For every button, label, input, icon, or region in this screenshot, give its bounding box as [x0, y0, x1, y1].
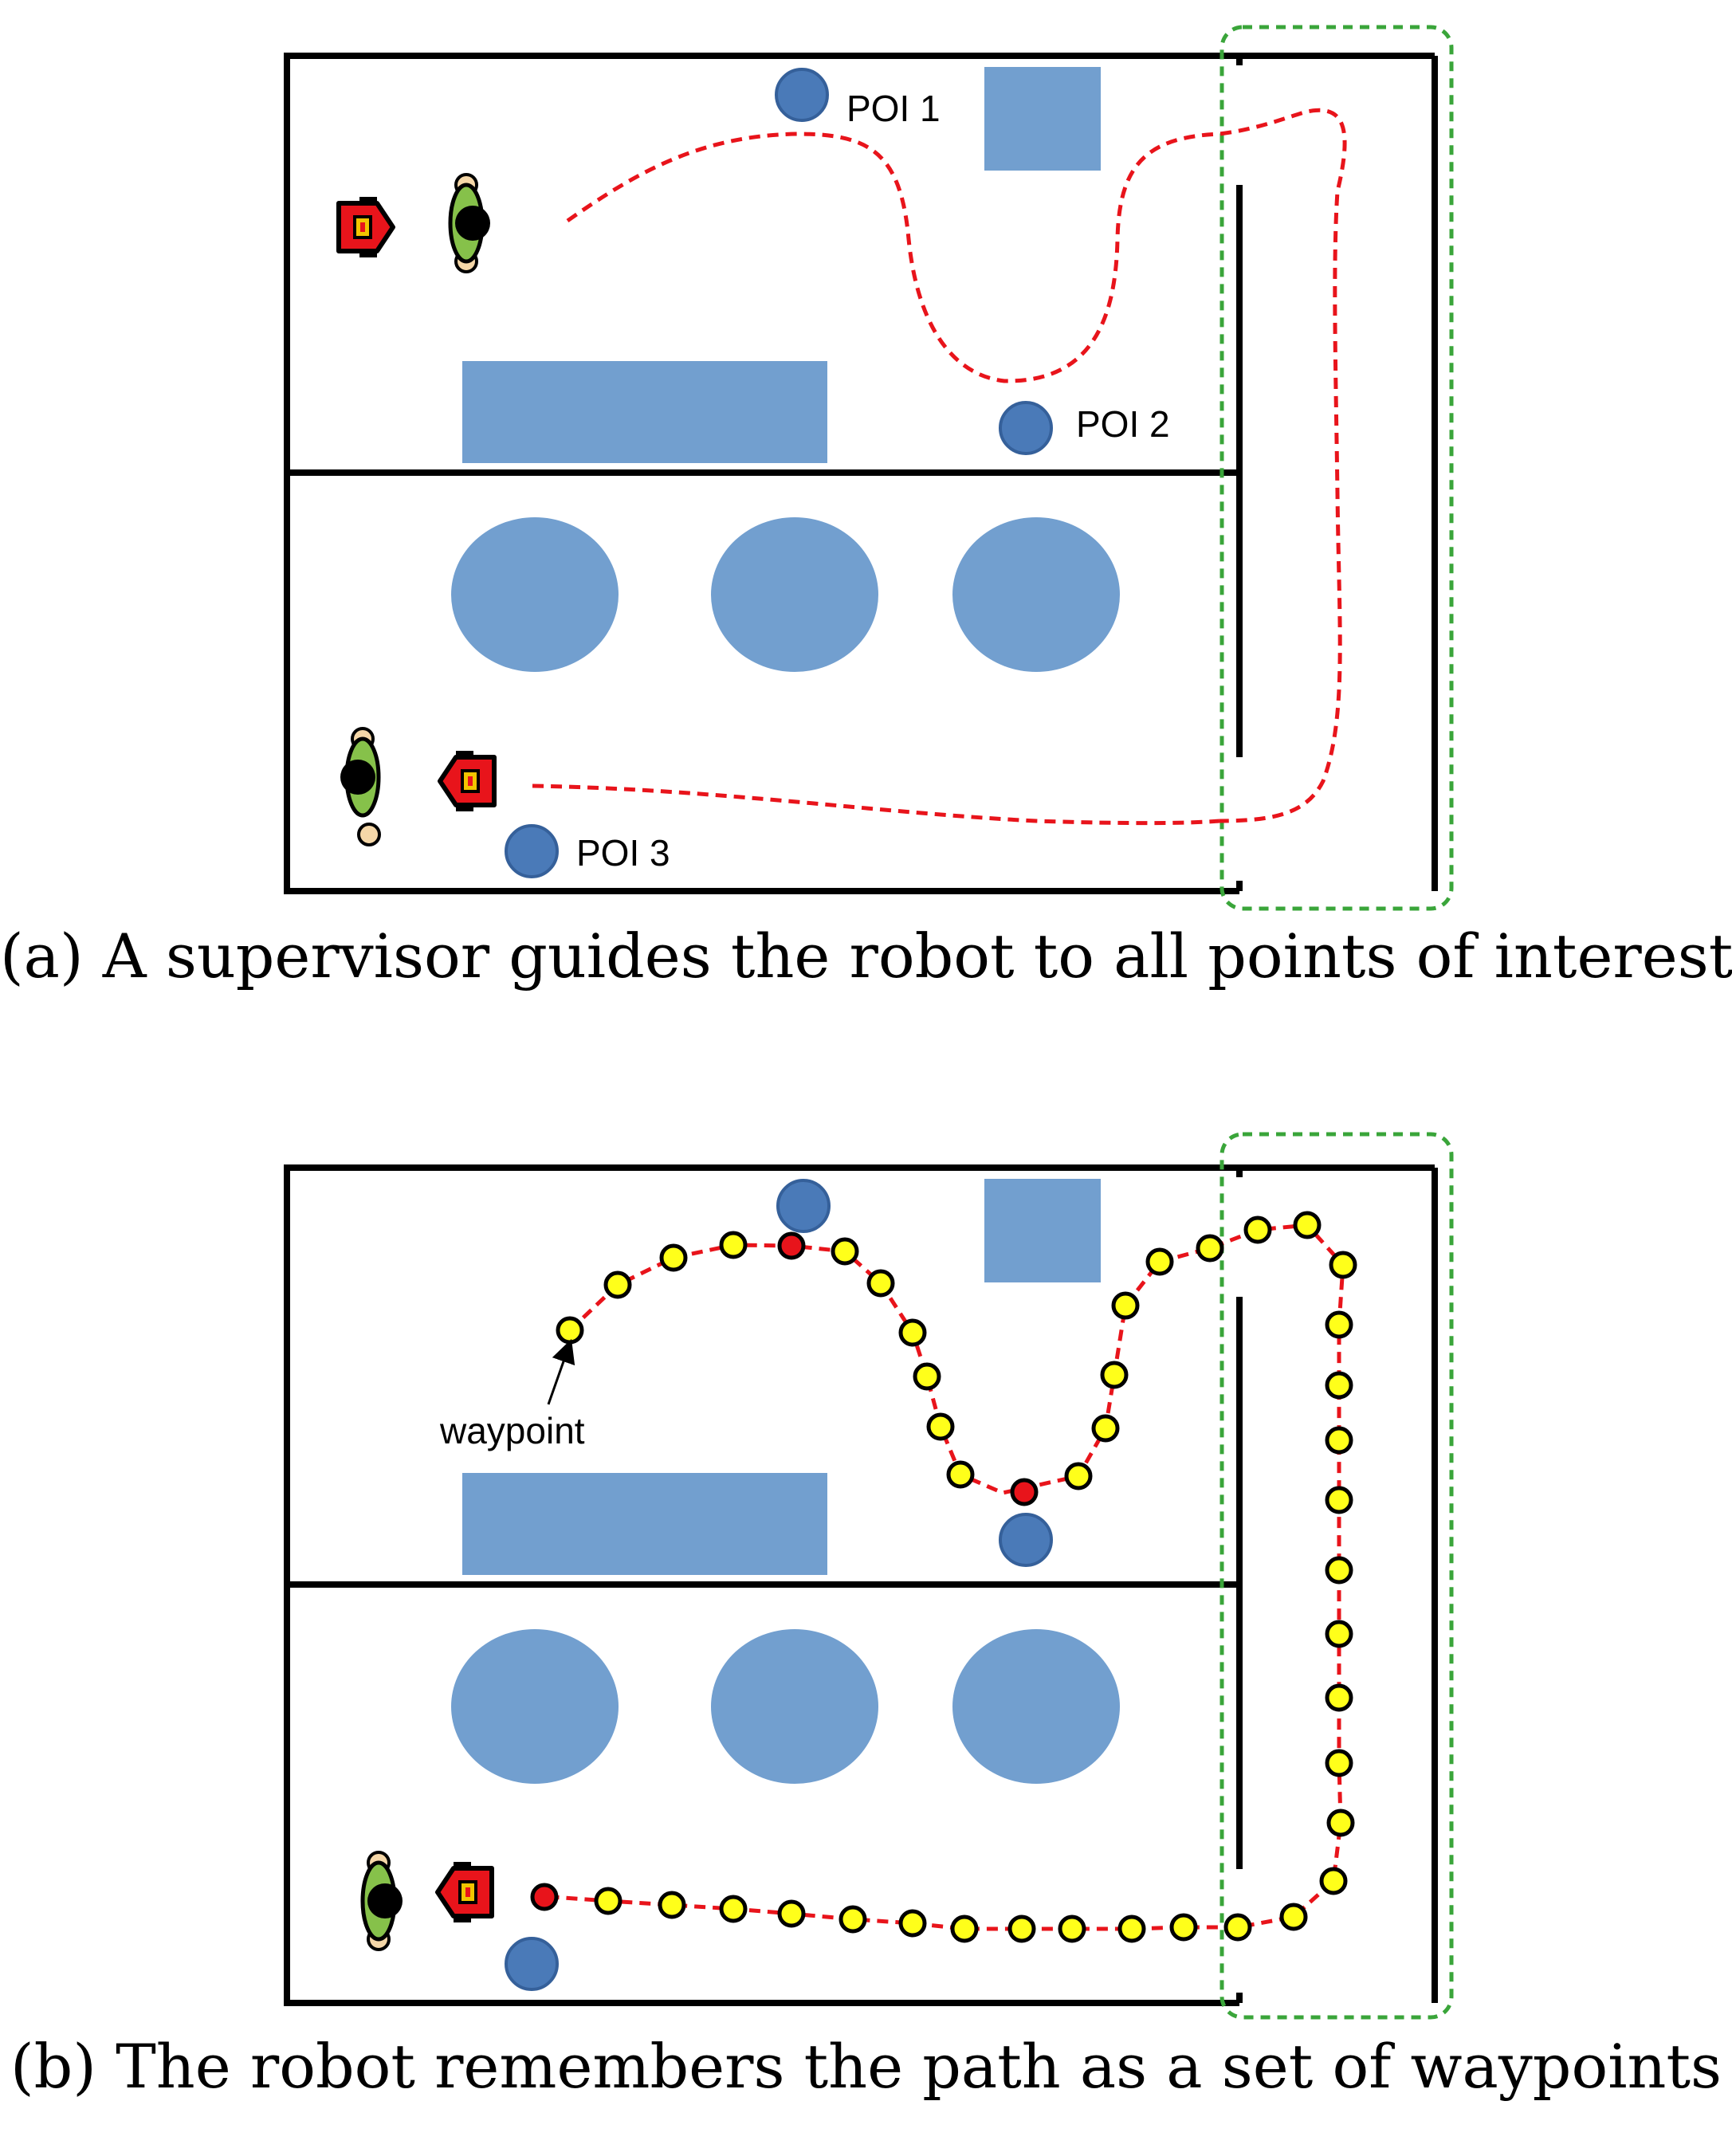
waypoint-marker: [1111, 1291, 1140, 1320]
robot: [438, 1862, 492, 1922]
obstacles: [451, 67, 1120, 672]
waypoint-marker: [1325, 1310, 1353, 1339]
poi-1-label: POI 1: [846, 88, 941, 129]
robot-end: [440, 751, 494, 811]
key-waypoint-marker: [530, 1883, 559, 1911]
waypoint-marker: [946, 1460, 975, 1489]
waypoint-marker: [658, 1891, 686, 1919]
waypoint-label: waypoint: [439, 1410, 585, 1451]
obstacle-square: [984, 67, 1101, 171]
obstacle-table: [462, 361, 827, 463]
waypoints: [530, 1211, 1357, 1943]
waypoint-path: [544, 1223, 1345, 1931]
poi-1-marker: [776, 1179, 831, 1233]
waypoint-marker: [1243, 1215, 1272, 1244]
panel-b: waypoint: [284, 1132, 1454, 2020]
obstacle-round-table: [451, 517, 619, 672]
poi-2-marker: [999, 401, 1053, 455]
obstacle-round-table: [952, 1629, 1120, 1784]
floorplan-walls: [284, 1164, 1438, 2006]
waypoint-marker: [1293, 1211, 1322, 1239]
waypoint-marker: [659, 1243, 688, 1272]
waypoint-marker: [1117, 1914, 1146, 1943]
supervisor-end: [340, 727, 381, 846]
waypoint-marker: [556, 1316, 584, 1345]
obstacle-square: [984, 1179, 1101, 1282]
waypoint-marker: [719, 1231, 748, 1259]
region-highlight: [1219, 25, 1454, 911]
supervisor-start: [450, 175, 490, 272]
waypoint-marker: [1007, 1914, 1036, 1943]
poi-markers: POI 1 POI 2 POI 3: [505, 68, 1170, 878]
poi-2-label: POI 2: [1076, 403, 1170, 445]
waypoint-marker: [1279, 1903, 1308, 1931]
waypoint-marker: [950, 1914, 979, 1943]
waypoint-marker: [1064, 1462, 1093, 1490]
waypoint-marker: [594, 1887, 622, 1915]
waypoint-marker: [1319, 1867, 1348, 1895]
obstacle-round-table: [711, 1629, 878, 1784]
poi-3-marker: [505, 1937, 559, 1991]
obstacle-round-table: [952, 517, 1120, 672]
waypoint-marker: [926, 1412, 955, 1441]
guided-path-top: [566, 108, 1347, 823]
waypoint-marker: [1196, 1234, 1224, 1263]
key-waypoint-marker: [1010, 1478, 1039, 1506]
waypoint-marker: [1325, 1426, 1353, 1455]
obstacle-round-table: [451, 1629, 619, 1784]
waypoint-marker: [777, 1899, 806, 1928]
key-waypoint-marker: [777, 1231, 806, 1260]
panel-a: POI 1 POI 2 POI 3: [284, 25, 1454, 911]
region-highlight: [1219, 1132, 1454, 2020]
waypoint-marker: [1325, 1620, 1353, 1648]
obstacles: [451, 1179, 1120, 1784]
waypoint-marker: [1169, 1913, 1198, 1942]
waypoint-marker: [603, 1270, 632, 1299]
waypoint-marker: [1145, 1247, 1174, 1276]
robot-start: [339, 197, 393, 257]
waypoint-marker: [1329, 1251, 1357, 1279]
waypoint-marker: [913, 1362, 941, 1391]
waypoint-marker: [1325, 1749, 1353, 1777]
waypoint-marker: [1058, 1914, 1086, 1943]
waypoint-marker: [839, 1905, 867, 1934]
poi-markers: [505, 1179, 1053, 1991]
waypoint-pointer-arrow: [547, 1338, 575, 1405]
obstacle-table: [462, 1473, 827, 1575]
floorplan-walls: [284, 53, 1438, 894]
waypoint-marker: [719, 1895, 748, 1923]
poi-3-label: POI 3: [576, 832, 670, 874]
waypoint-marker: [1100, 1361, 1129, 1389]
waypoint-marker: [866, 1269, 895, 1298]
waypoint-marker: [1325, 1556, 1353, 1585]
waypoint-marker: [831, 1237, 859, 1266]
waypoint-marker: [1091, 1414, 1120, 1443]
poi-1-marker: [775, 68, 829, 122]
waypoint-marker: [898, 1318, 927, 1347]
caption-b: (b) The robot remembers the path as a se…: [10, 2031, 1722, 2102]
waypoint-marker: [1325, 1486, 1353, 1514]
waypoint-marker: [898, 1909, 927, 1938]
waypoint-marker: [1325, 1683, 1353, 1712]
obstacle-round-table: [711, 517, 878, 672]
poi-2-marker: [999, 1513, 1053, 1567]
guided-path-bottom: [532, 783, 1220, 826]
poi-3-marker: [505, 824, 559, 878]
waypoint-marker: [1326, 1808, 1355, 1837]
caption-a: (a) A supervisor guides the robot to all…: [0, 921, 1732, 992]
waypoint-marker: [1223, 1913, 1252, 1942]
supervisor: [363, 1852, 403, 1950]
waypoint-marker: [1325, 1371, 1353, 1400]
